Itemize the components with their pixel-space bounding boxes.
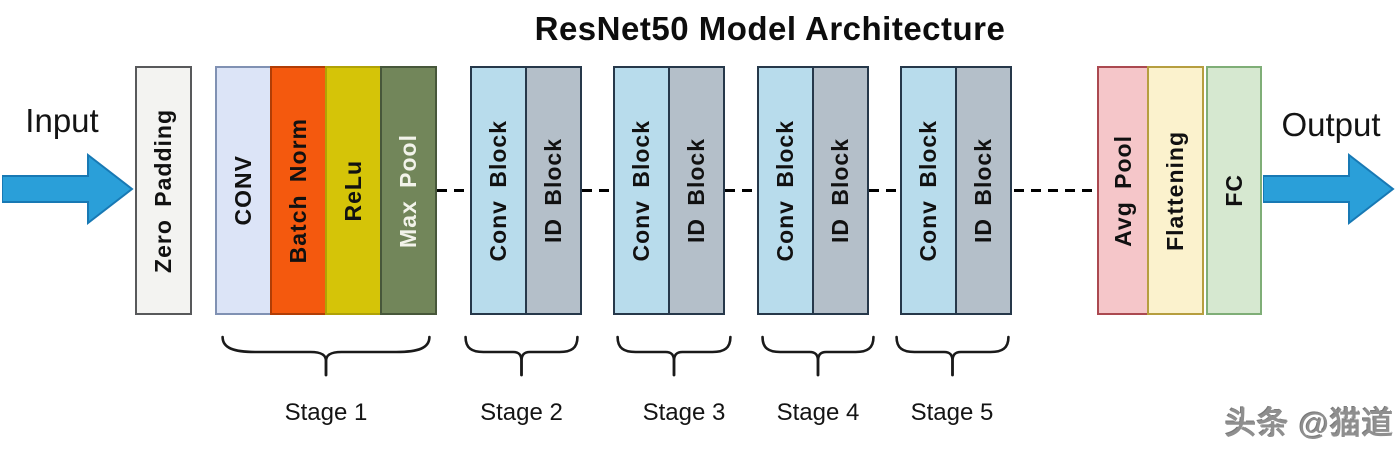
layer-label: Conv Block — [772, 119, 798, 262]
layer-zero-padding: Zero Padding — [135, 66, 192, 315]
stage2-conv-block: Conv Block — [470, 66, 527, 315]
layer-max-pool: Max Pool — [380, 66, 437, 315]
layer-label: Conv Block — [628, 119, 654, 262]
layer-label: Batch Norm — [285, 117, 311, 264]
layer-conv: CONV — [215, 66, 272, 315]
stage3-id-block: ID Block — [668, 66, 725, 315]
dashed-connector — [437, 189, 470, 192]
layer-label: Avg Pool — [1109, 134, 1136, 247]
input-label: Input — [25, 102, 99, 139]
stage4-conv-block: Conv Block — [757, 66, 814, 315]
layer-label: ReLu — [340, 159, 366, 222]
stage3-brace — [614, 334, 734, 380]
layer-label: Conv Block — [485, 119, 511, 262]
layer-label: Conv Block — [915, 119, 941, 262]
dashed-connector — [725, 189, 757, 192]
output-arrow-icon — [1263, 152, 1395, 226]
layer-label: FC — [1220, 174, 1247, 207]
stage4-label: Stage 4 — [776, 399, 860, 426]
stage3-label: Stage 3 — [642, 399, 726, 426]
stage5-conv-block: Conv Block — [900, 66, 957, 315]
input-arrow-icon — [2, 152, 134, 226]
layer-fc: FC — [1206, 66, 1262, 315]
stage3-conv-block: Conv Block — [613, 66, 670, 315]
layer-flattening: Flattening — [1147, 66, 1204, 315]
stage4-id-block: ID Block — [812, 66, 869, 315]
layer-label: ID Block — [970, 137, 996, 244]
watermark: 头条 @猫道 — [1225, 406, 1394, 441]
stage2-id-block: ID Block — [525, 66, 582, 315]
layer-avg-pool: Avg Pool — [1097, 66, 1149, 315]
stage1-label: Stage 1 — [284, 399, 368, 426]
stage5-id-block: ID Block — [955, 66, 1012, 315]
diagram-title: ResNet50 Model Architecture — [534, 10, 1006, 47]
layer-label: Flattening — [1162, 130, 1188, 251]
dashed-connector — [582, 189, 613, 192]
layer-label: ID Block — [827, 137, 853, 244]
dashed-connector — [869, 189, 900, 192]
stage2-label: Stage 2 — [480, 399, 563, 426]
layer-batch-norm: Batch Norm — [270, 66, 327, 315]
layer-relu: ReLu — [325, 66, 382, 315]
stage5-label: Stage 5 — [910, 399, 994, 426]
stage2-brace — [462, 334, 581, 380]
output-label: Output — [1281, 106, 1381, 143]
layer-label: Zero Padding — [150, 108, 176, 273]
layer-label: ID Block — [540, 137, 566, 244]
layer-label: CONV — [230, 155, 256, 226]
stage5-brace — [893, 334, 1012, 380]
dashed-connector — [1014, 189, 1097, 192]
layer-label: Max Pool — [395, 133, 421, 248]
stage4-brace — [759, 334, 877, 380]
stage1-brace — [216, 334, 436, 380]
layer-label: ID Block — [683, 137, 709, 244]
